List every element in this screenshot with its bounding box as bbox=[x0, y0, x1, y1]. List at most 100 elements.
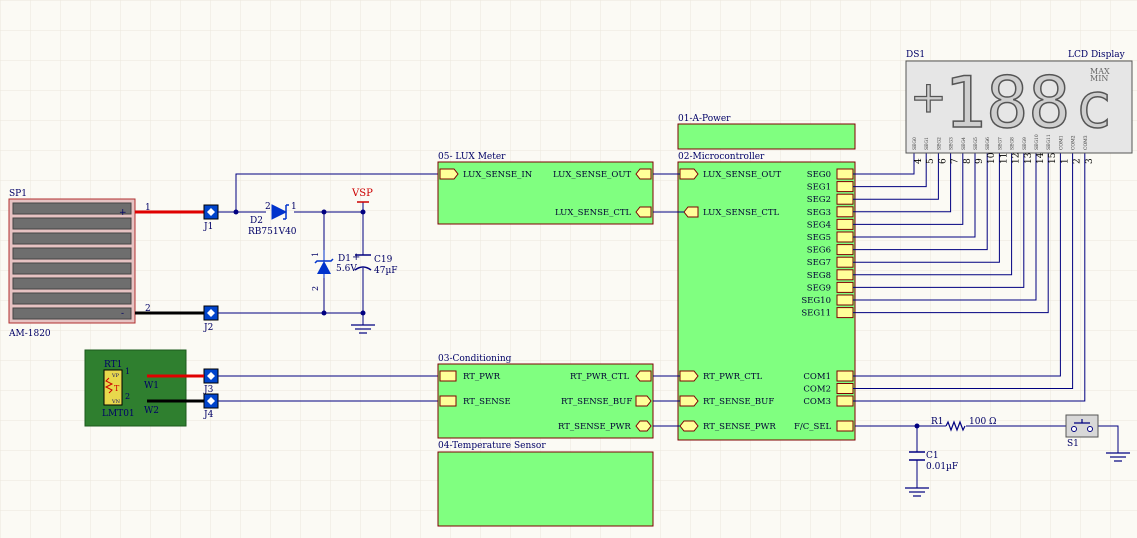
lcd-pin-number: 13 bbox=[1024, 152, 1034, 164]
port-marker bbox=[635, 395, 652, 407]
solar-cell bbox=[12, 277, 132, 290]
solar-cell bbox=[12, 232, 132, 245]
connector-j4[interactable]: J4 bbox=[203, 393, 219, 420]
port-marker bbox=[679, 395, 699, 407]
c19-value: 47µF bbox=[374, 266, 398, 276]
lcd-pin-number: 7 bbox=[951, 158, 961, 164]
lcd-pin-name: SEG6 bbox=[985, 137, 991, 150]
mcu-port-rt-sense-pwr: RT_SENSE_PWR bbox=[703, 422, 776, 432]
solar-cell bbox=[12, 217, 132, 230]
com-wire[interactable] bbox=[853, 153, 1086, 402]
lcd-pin-name: SEG10 bbox=[1034, 134, 1040, 150]
seg-wire[interactable] bbox=[853, 153, 988, 251]
mcu-port-seg: SEG9 bbox=[807, 283, 831, 293]
seg-wire[interactable] bbox=[853, 153, 952, 213]
s1-designator: S1 bbox=[1067, 439, 1079, 449]
seg-wire[interactable] bbox=[853, 153, 964, 225]
mcu-block-body bbox=[677, 161, 856, 441]
sensor-vn: VN bbox=[111, 399, 121, 405]
lcd-unit-c: c bbox=[1075, 69, 1112, 142]
mcu-port-rt-pwr-ctl: RT_PWR_CTL bbox=[703, 372, 762, 382]
sp1-minus-mark: - bbox=[121, 309, 124, 319]
cond-port-sense-pwr: RT_SENSE_PWR bbox=[558, 422, 631, 432]
port-marker bbox=[635, 420, 652, 432]
lcd-pin-number: 11 bbox=[999, 153, 1009, 164]
mcu-port-seg: SEG4 bbox=[807, 220, 831, 230]
port-marker bbox=[836, 395, 854, 407]
power-block-body bbox=[677, 123, 856, 150]
lcd-display-ds1[interactable]: DS1 LCD Display + 188 c MAX MIN 4SEG05SE… bbox=[905, 50, 1133, 164]
block-temperature-sensor[interactable]: 04-Temperature Sensor bbox=[437, 441, 654, 527]
block-power[interactable]: 01-A-Power bbox=[677, 114, 856, 150]
lcd-pin-name: SEG1 bbox=[924, 137, 930, 150]
seg-wire[interactable] bbox=[853, 153, 976, 238]
j1-label: J1 bbox=[203, 222, 213, 232]
port-marker bbox=[836, 244, 854, 256]
lcd-pin-name: SEG8 bbox=[1010, 137, 1016, 150]
lux-port-out: LUX_SENSE_OUT bbox=[553, 170, 632, 180]
sensor-pin1: 1 bbox=[125, 367, 130, 376]
seg-wire[interactable] bbox=[853, 153, 1037, 301]
seg-wire[interactable] bbox=[853, 153, 927, 188]
lux-port-ctl: LUX_SENSE_CTL bbox=[555, 208, 632, 218]
solar-panel-sp1[interactable]: SP1 + - AM-1820 1 2 bbox=[8, 189, 151, 339]
d2-designator: D2 bbox=[250, 216, 263, 226]
junction-dot bbox=[233, 209, 239, 215]
lcd-pin-number: 5 bbox=[926, 158, 936, 164]
lcd-pin-number: 12 bbox=[1012, 153, 1022, 164]
sensor-pcb bbox=[84, 349, 187, 427]
resistor-r1[interactable]: R1 100 Ω bbox=[931, 417, 997, 432]
d1-designator: D1 bbox=[338, 254, 351, 264]
lcd-body bbox=[905, 60, 1133, 154]
solar-cell bbox=[12, 262, 132, 275]
port-marker bbox=[679, 168, 699, 180]
connector-j3[interactable]: J3 bbox=[203, 368, 219, 395]
port-marker bbox=[439, 370, 457, 382]
block-microcontroller[interactable]: 02-Microcontroller LUX_SENSE_OUT LUX_SEN… bbox=[677, 152, 856, 441]
d2-part: RB751V40 bbox=[248, 227, 297, 237]
block-conditioning[interactable]: 03-Conditioning RT_PWR RT_SENSE RT_PWR_C… bbox=[437, 354, 654, 439]
capacitor-c1[interactable]: C1 0.01µF bbox=[909, 451, 958, 472]
seg-wire[interactable] bbox=[853, 153, 939, 200]
lcd-pin-number: 4 bbox=[914, 158, 924, 164]
block-lux-meter[interactable]: 05- LUX Meter LUX_SENSE_IN LUX_SENSE_OUT… bbox=[437, 152, 654, 225]
seg-wire[interactable] bbox=[853, 153, 1013, 276]
temperature-sensor-rt1[interactable]: RT1 VP T VN 1 2 W1 W2 LMT01 bbox=[84, 349, 187, 427]
port-marker bbox=[836, 370, 854, 382]
seg-wire[interactable] bbox=[853, 153, 915, 175]
zener-icon bbox=[317, 261, 331, 274]
cond-block-title: 03-Conditioning bbox=[438, 354, 512, 364]
port-marker bbox=[836, 383, 854, 394]
com-wire[interactable] bbox=[853, 153, 1061, 377]
fc-select-circuit[interactable] bbox=[855, 423, 1119, 489]
mcu-port-seg: SEG10 bbox=[801, 296, 831, 306]
port-marker bbox=[836, 294, 854, 306]
cond-port-rt-sense: RT_SENSE bbox=[463, 397, 511, 407]
mcu-port-seg: SEG0 bbox=[807, 170, 831, 180]
seg-wire[interactable] bbox=[853, 153, 1025, 288]
lcd-bus-wires[interactable] bbox=[853, 153, 1086, 402]
ground-icon bbox=[351, 324, 375, 334]
vsp-label: VSP bbox=[351, 188, 373, 199]
lcd-digits: 188 bbox=[944, 62, 1070, 144]
diode-d2[interactable]: 2 1 D2 RB751V40 bbox=[248, 202, 297, 237]
port-marker bbox=[836, 281, 854, 293]
lcd-pin-number: 10 bbox=[987, 152, 997, 164]
vsp-power-port[interactable]: VSP bbox=[351, 188, 373, 203]
solar-cell bbox=[12, 202, 132, 215]
capacitor-c19[interactable]: + C19 47µF bbox=[352, 252, 398, 276]
r1-designator: R1 bbox=[931, 417, 944, 427]
port-marker bbox=[836, 206, 854, 218]
port-marker bbox=[635, 168, 652, 180]
seg-wire[interactable] bbox=[853, 153, 1000, 263]
zener-diode-d1[interactable]: 1 2 D1 5.6V bbox=[311, 250, 357, 291]
interblock-wires[interactable] bbox=[653, 173, 684, 427]
connector-j1[interactable]: J1 bbox=[203, 204, 219, 232]
lcd-pin-name: SEG0 bbox=[912, 137, 918, 150]
com-wire[interactable] bbox=[853, 153, 1074, 389]
switch-s1[interactable]: S1 bbox=[1065, 414, 1099, 449]
port-marker bbox=[679, 370, 699, 382]
mcu-port-seg: SEG1 bbox=[807, 183, 831, 193]
seg-wire[interactable] bbox=[853, 153, 1049, 314]
